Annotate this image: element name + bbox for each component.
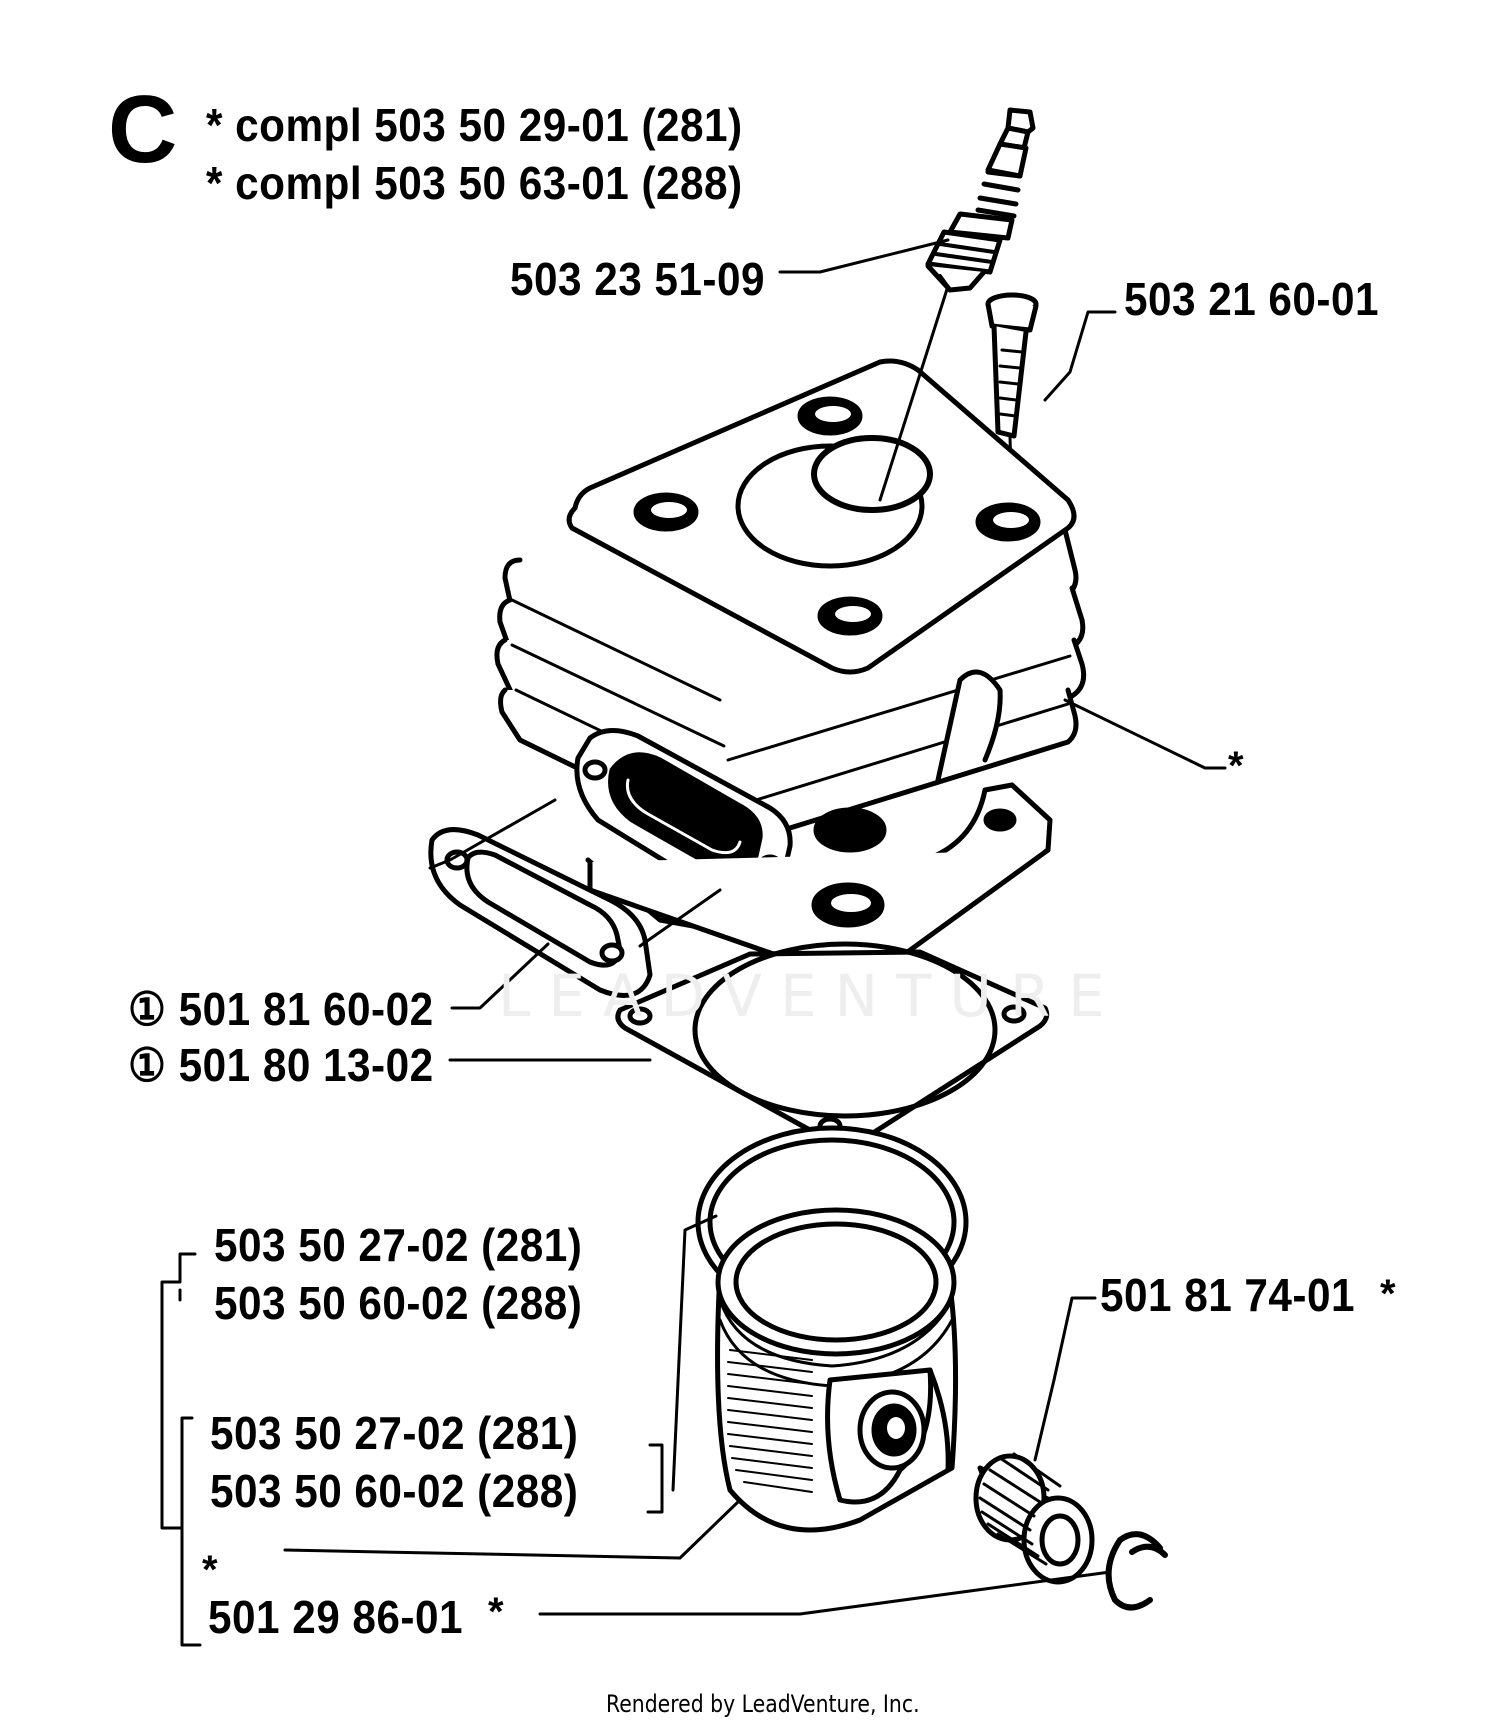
needle-bearing-marker: *	[1380, 1272, 1396, 1316]
screw-drawing	[985, 292, 1039, 502]
part-screw: 503 21 60-01	[1124, 273, 1379, 325]
piston-marker: *	[202, 1548, 218, 1592]
exhaust-gasket-drawing	[428, 827, 653, 998]
footer-credit: Rendered by LeadVenture, Inc.	[606, 1690, 920, 1718]
part-circlip: 501 29 86-01	[208, 1591, 463, 1643]
piston-drawing	[715, 1207, 959, 1533]
leader-lines	[160, 238, 1227, 1647]
base-gasket-drawing	[615, 941, 1050, 1148]
watermark: LEADVENTURE	[498, 962, 1123, 1030]
circlip-drawing	[1105, 1531, 1168, 1611]
needle-bearing-drawing	[973, 1452, 1095, 1585]
cylinder-marker: *	[1228, 744, 1244, 788]
part-piston-ring-288: 503 50 60-02 (288)	[214, 1277, 583, 1329]
section-letter: C	[108, 76, 178, 183]
circlip-marker: *	[488, 1590, 504, 1634]
cylinder-drawing	[494, 358, 1087, 988]
part-piston-281: 503 50 27-02 (281)	[210, 1407, 579, 1459]
part-exhaust-gasket: ① 501 81 60-02	[128, 983, 434, 1035]
complete-kit-288: * compl 503 50 63-01 (288)	[206, 157, 743, 209]
part-base-gasket: ① 501 80 13-02	[128, 1039, 434, 1091]
part-piston-288: 503 50 60-02 (288)	[210, 1465, 579, 1517]
part-needle-bearing: 501 81 74-01	[1100, 1269, 1355, 1321]
complete-kit-281: * compl 503 50 29-01 (281)	[206, 99, 743, 151]
part-spark-plug: 503 23 51-09	[510, 253, 765, 305]
part-piston-ring-281: 503 50 27-02 (281)	[214, 1219, 583, 1271]
spark-plug-drawing	[925, 107, 1036, 293]
